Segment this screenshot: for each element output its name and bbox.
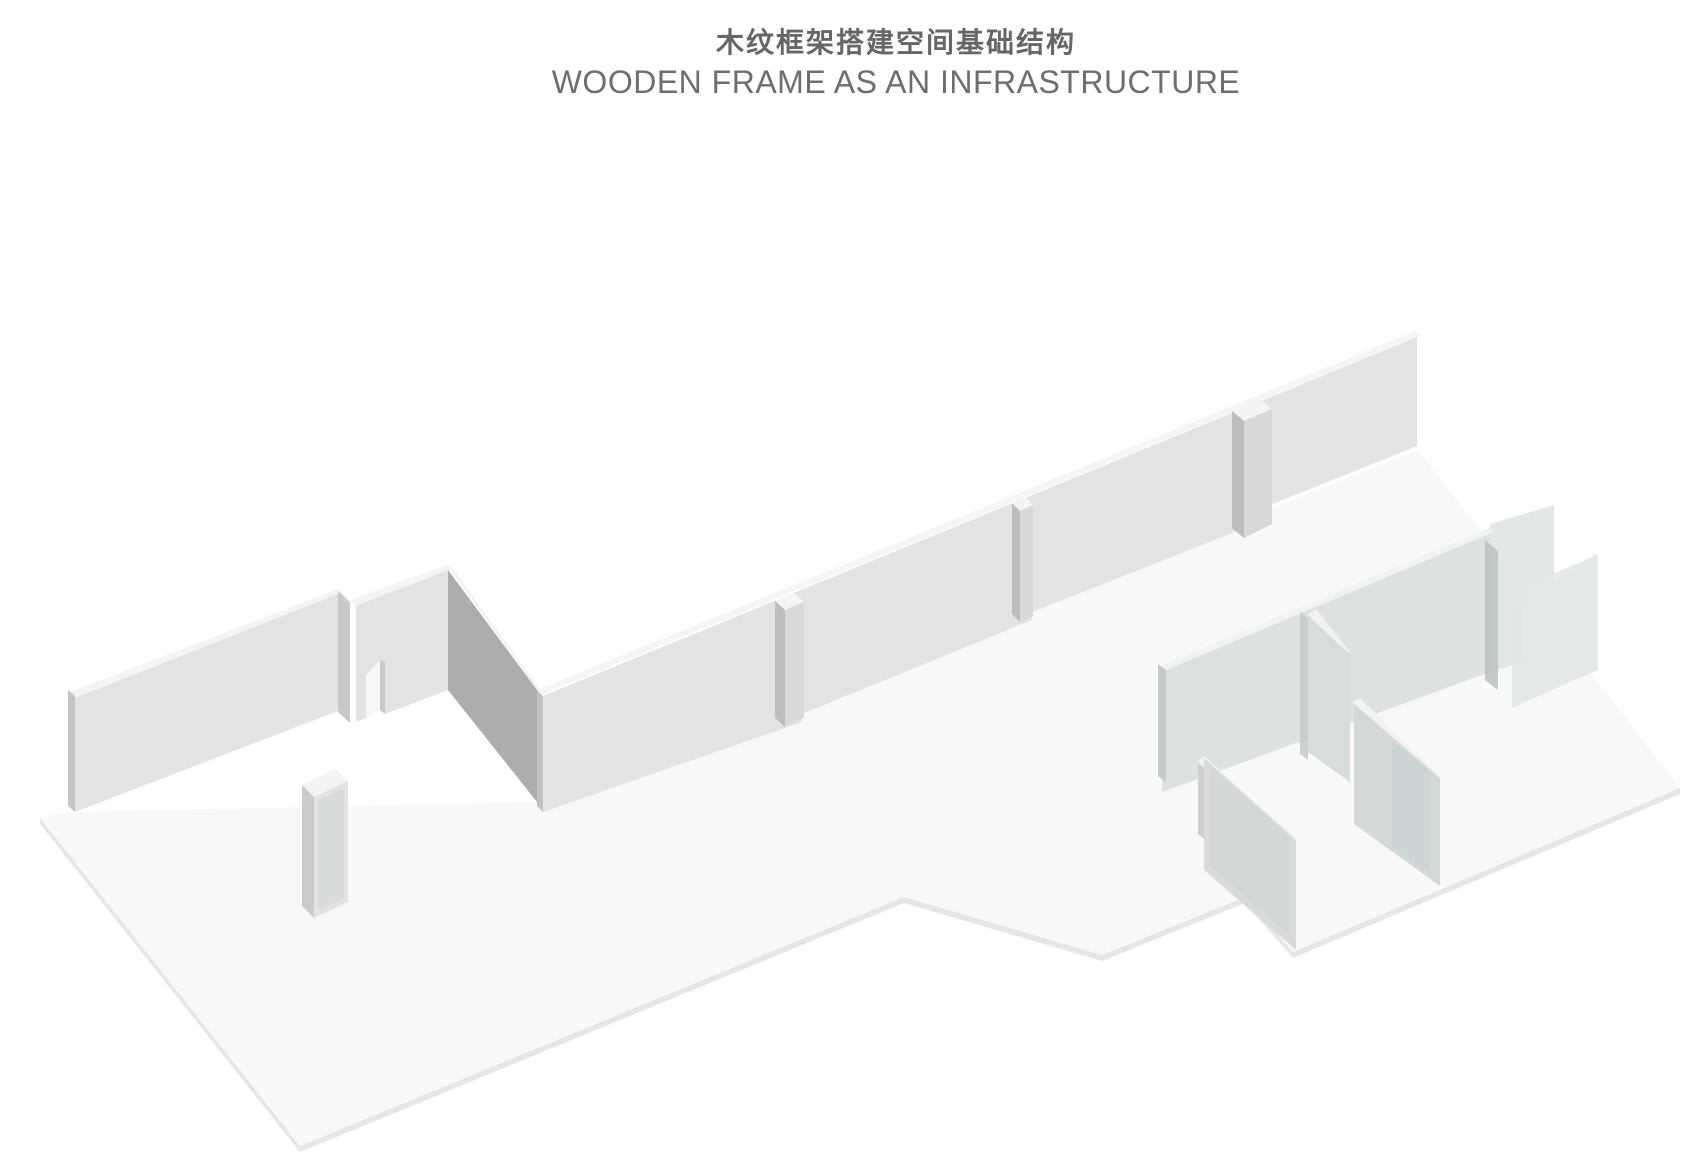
wall-left: [68, 589, 350, 812]
pilaster-2: [1012, 497, 1033, 622]
wall-top-edge: [537, 331, 1421, 694]
door-reveal: [380, 660, 385, 714]
column-glass: [318, 788, 344, 910]
wall-face: [75, 594, 338, 812]
glass-pane-outer: [1522, 554, 1598, 703]
glass-panel-front-edge: [1162, 528, 1494, 670]
pilaster-face: [785, 602, 804, 727]
wall-base-shadow: [537, 690, 543, 812]
wall-face: [543, 337, 1417, 812]
diagram-title-english: WOODEN FRAME AS AN INFRASTRUCTURE: [551, 64, 1241, 100]
pilaster-top: [1232, 399, 1272, 421]
standalone-column: [302, 769, 348, 918]
pilaster-face: [1020, 505, 1033, 622]
back-wall: [537, 331, 1421, 812]
wall-side-dark: [448, 570, 537, 802]
column-top: [302, 769, 348, 797]
diagram-title-chinese: 木纹框架搭建空间基础结构: [715, 26, 1076, 59]
door-opening: [366, 660, 380, 718]
wall-top-edge: [448, 566, 543, 694]
glass-fin-2: [1300, 612, 1308, 760]
pilaster-3: [1232, 399, 1272, 538]
pilaster-side: [1012, 503, 1020, 622]
wall-top-edge: [68, 589, 344, 698]
pilaster-top: [1012, 497, 1033, 511]
corridor-wall-3-glass: [1392, 740, 1430, 874]
wall-top-edge: [350, 565, 454, 606]
pilaster-side: [338, 591, 350, 723]
title-block: 木纹框架搭建空间基础结构 WOODEN FRAME AS AN INFRASTR…: [0, 24, 1700, 102]
glass-pavilion: [1158, 505, 1598, 950]
corridor-wall-1-glass: [1210, 766, 1290, 936]
pilaster-side: [775, 601, 785, 727]
pilaster-side: [1232, 411, 1244, 538]
door-segment: [350, 565, 454, 722]
return-wall: [448, 566, 543, 802]
pilaster-1: [775, 593, 804, 727]
pilaster-top: [775, 593, 804, 610]
wall-side: [68, 690, 75, 812]
corridor-wall-2-face: [1308, 616, 1350, 782]
glass-panel-left-end: [1158, 664, 1166, 782]
column-side: [302, 785, 314, 918]
wall-face: [356, 570, 448, 722]
pilaster-face: [1244, 409, 1272, 538]
glass-fin-1: [1485, 540, 1498, 690]
